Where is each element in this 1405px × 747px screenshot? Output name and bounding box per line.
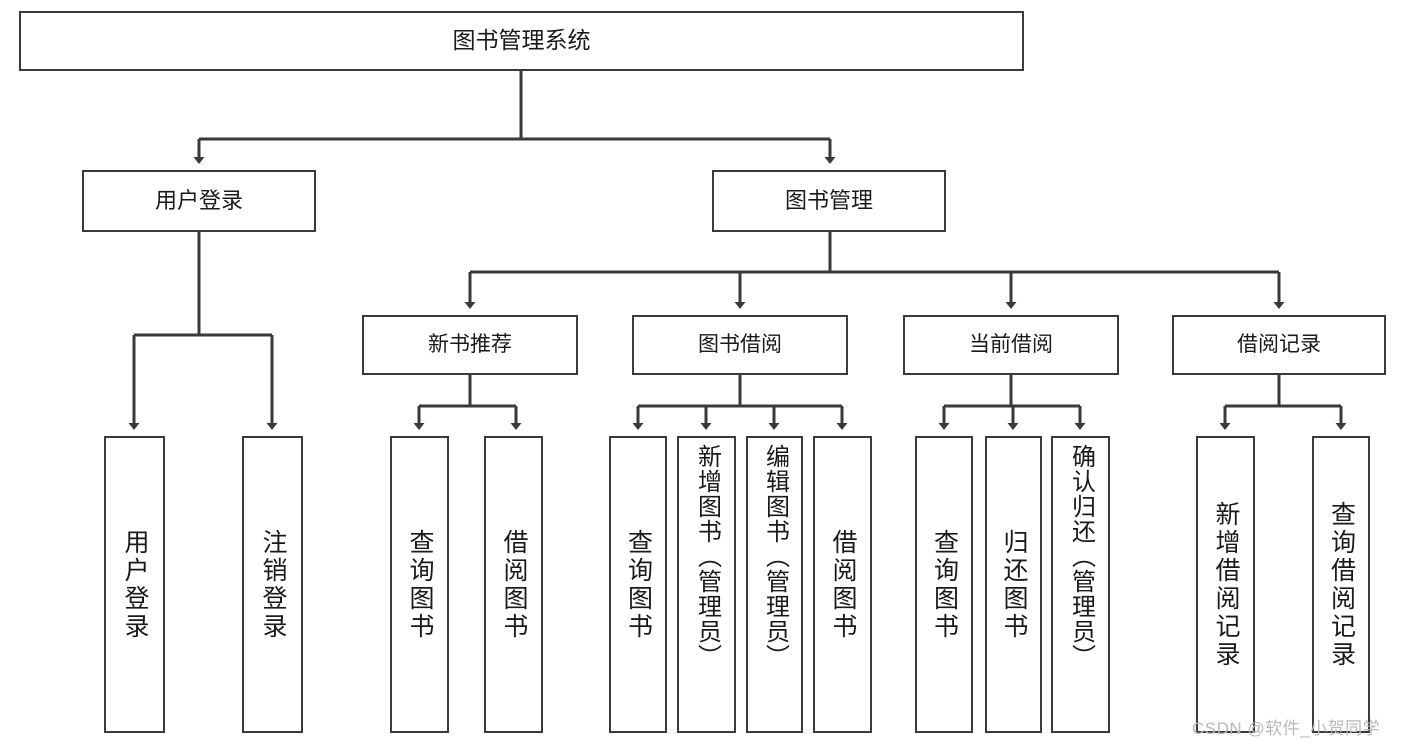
leaf-query-book-current[interactable]: 查询图书: [915, 436, 973, 733]
leaf-query-book-borrow[interactable]: 查询图书: [609, 436, 667, 733]
node-user-login[interactable]: 用户登录: [82, 170, 316, 232]
node-book-borrow[interactable]: 图书借阅: [632, 315, 848, 375]
leaf-label: 编辑图书（管理员）: [761, 444, 789, 669]
leaf-add-book-admin[interactable]: 新增图书（管理员）: [677, 436, 736, 733]
node-label: 新书推荐: [428, 332, 512, 356]
leaf-label: 查询借阅记录: [1327, 500, 1356, 669]
node-label: 图书管理系统: [452, 27, 591, 54]
leaf-borrow-book[interactable]: 借阅图书: [813, 436, 872, 733]
leaf-return-book[interactable]: 归还图书: [985, 436, 1042, 733]
leaf-label: 用户登录: [121, 528, 149, 641]
leaf-query-book-recommend[interactable]: 查询图书: [390, 436, 449, 733]
leaf-label: 借阅图书: [500, 528, 528, 641]
leaf-add-borrow-record[interactable]: 新增借阅记录: [1196, 436, 1255, 733]
leaf-label: 注销登录: [259, 528, 287, 641]
leaf-label: 查询图书: [406, 528, 434, 641]
node-new-book-recommend[interactable]: 新书推荐: [362, 315, 578, 375]
node-label: 当前借阅: [969, 332, 1053, 356]
node-label: 借阅记录: [1237, 332, 1321, 356]
node-current-borrow[interactable]: 当前借阅: [903, 315, 1119, 375]
leaf-label: 新增借阅记录: [1212, 500, 1240, 669]
leaf-user-login[interactable]: 用户登录: [104, 436, 165, 733]
leaf-edit-book-admin[interactable]: 编辑图书（管理员）: [746, 436, 803, 733]
node-label: 用户登录: [154, 188, 243, 214]
leaf-logout[interactable]: 注销登录: [242, 436, 303, 733]
node-label: 图书借阅: [698, 332, 782, 356]
node-borrow-record[interactable]: 借阅记录: [1172, 315, 1386, 375]
leaf-label: 确认归还（管理员）: [1067, 444, 1095, 669]
node-book-management[interactable]: 图书管理: [712, 170, 946, 232]
leaf-label: 归还图书: [1000, 528, 1028, 641]
node-root-system[interactable]: 图书管理系统: [19, 11, 1024, 71]
leaf-label: 新增图书（管理员）: [693, 444, 721, 669]
leaf-label: 查询图书: [930, 528, 959, 641]
node-label: 图书管理: [784, 188, 873, 214]
leaf-label: 借阅图书: [829, 528, 857, 641]
csdn-watermark: CSDN @软件_小贺同学: [1192, 719, 1381, 738]
leaf-query-borrow-record[interactable]: 查询借阅记录: [1312, 436, 1370, 733]
leaf-label: 查询图书: [624, 528, 653, 641]
leaf-borrow-book-recommend[interactable]: 借阅图书: [484, 436, 543, 733]
leaf-confirm-return-admin[interactable]: 确认归还（管理员）: [1051, 436, 1110, 733]
